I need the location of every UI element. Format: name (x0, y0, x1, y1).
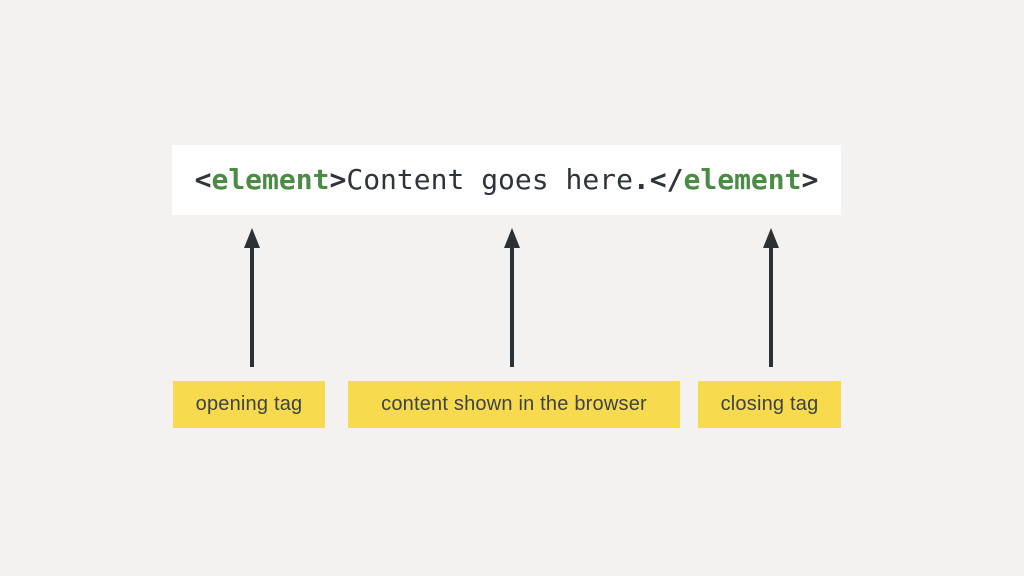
code-snippet-box: <element>Content goes here.</element> (172, 145, 841, 215)
arrow-head-icon (504, 228, 520, 248)
closing-tag-name: element (683, 163, 802, 196)
opening-close-bracket: > (329, 163, 347, 196)
content-period: . (632, 163, 650, 196)
arrow-line (250, 245, 254, 367)
opening-angle-bracket: < (194, 163, 212, 196)
arrow-head-icon (763, 228, 779, 248)
label-opening-tag: opening tag (173, 381, 325, 428)
label-closing-tag: closing tag (698, 381, 841, 428)
element-content-text: Content goes here (346, 163, 633, 196)
arrow-line (769, 245, 773, 367)
label-content-shown-in-browser: content shown in the browser (348, 381, 680, 428)
opening-tag-name: element (211, 163, 330, 196)
arrow-head-icon (244, 228, 260, 248)
closing-close-bracket: > (801, 163, 819, 196)
closing-open-bracket-slash: </ (649, 163, 684, 196)
arrow-line (510, 245, 514, 367)
